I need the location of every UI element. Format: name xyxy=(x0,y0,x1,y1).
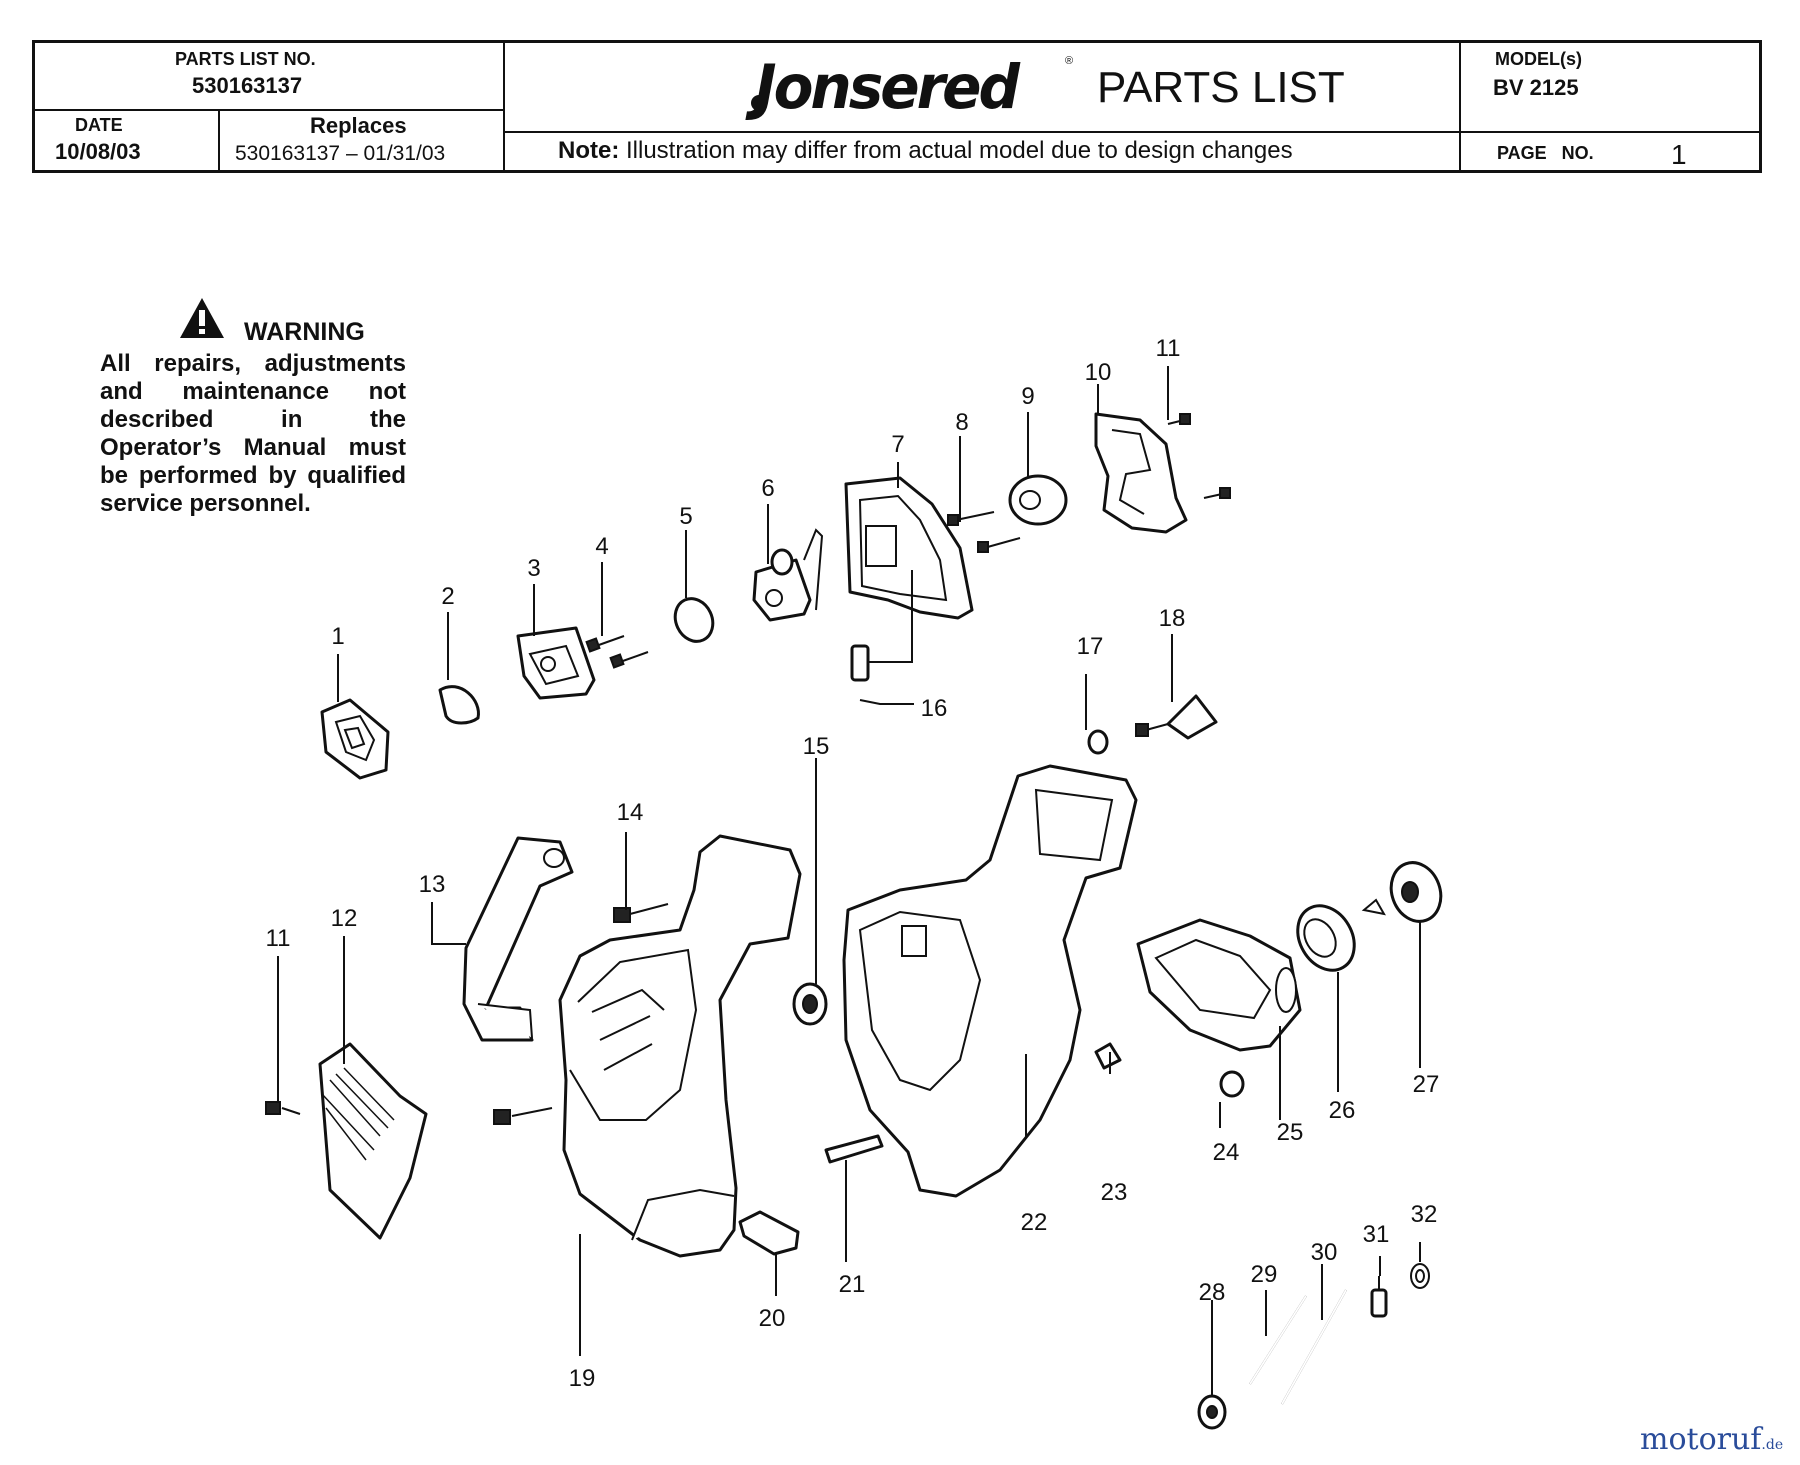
part-16-clip xyxy=(850,644,870,682)
part-6-carburetor xyxy=(752,528,824,622)
part-11-screw-lower xyxy=(265,1101,301,1115)
callout-17: 17 xyxy=(1077,633,1104,660)
registered-mark: ® xyxy=(1065,55,1074,67)
replaces-value: 530163137 – 01/31/03 xyxy=(235,142,446,165)
part-13-handle xyxy=(462,836,574,1042)
watermark-text: motoruf xyxy=(1640,1422,1762,1457)
watermark: motoruf.de xyxy=(1640,1422,1783,1457)
part-11-screws-upper xyxy=(1167,413,1231,499)
model-value: BV 2125 xyxy=(1493,75,1579,100)
warning-icon xyxy=(180,298,224,338)
part-8-screws xyxy=(947,511,1021,553)
part-22-blower-housing xyxy=(842,764,1138,1198)
callout-11-upper: 11 xyxy=(1156,335,1181,362)
brand-logo-dot xyxy=(751,95,767,111)
callout-20: 20 xyxy=(759,1305,786,1332)
part-19-fan-housing xyxy=(558,834,802,1258)
part-18-knob xyxy=(1135,694,1218,740)
callout-22: 22 xyxy=(1021,1209,1048,1236)
date-label: DATE xyxy=(75,115,123,135)
note-label: Note: xyxy=(558,137,620,164)
part-23-nut xyxy=(1094,1042,1122,1070)
part-28-grommet xyxy=(1197,1394,1227,1430)
parts-list-header: PARTS LIST NO. 530163137 DATE 10/08/03 R… xyxy=(32,40,1762,173)
part-17-nut xyxy=(1087,729,1109,755)
callout-9: 9 xyxy=(1021,383,1034,410)
part-29-fuel-line xyxy=(1249,1295,1307,1385)
part-4-screws xyxy=(585,635,649,669)
callout-5: 5 xyxy=(679,503,692,530)
brand-logo: Jonsered xyxy=(755,51,1020,123)
part-21-pin xyxy=(824,1134,884,1164)
page-label: PAGE NO. xyxy=(1497,143,1594,163)
callout-28: 28 xyxy=(1199,1279,1226,1306)
callout-15: 15 xyxy=(803,733,830,760)
part-19-screw xyxy=(493,1107,553,1125)
callout-16: 16 xyxy=(921,695,948,722)
part-3-filter-holder xyxy=(516,626,596,700)
replaces-label: Replaces xyxy=(310,113,407,138)
part-27-bearing xyxy=(1361,861,1443,923)
part-31-fuel-filter xyxy=(1370,1276,1388,1318)
part-7-adapter-plate xyxy=(844,476,974,620)
date-value: 10/08/03 xyxy=(55,139,141,164)
page-title: PARTS LIST xyxy=(1097,63,1345,112)
model-label: MODEL(s) xyxy=(1495,49,1582,69)
callout-10: 10 xyxy=(1085,359,1112,386)
callout-32: 32 xyxy=(1411,1201,1438,1228)
part-9-spacer xyxy=(1008,474,1068,526)
callout-26: 26 xyxy=(1329,1097,1356,1124)
callout-4: 4 xyxy=(595,533,608,560)
callout-21: 21 xyxy=(839,1271,866,1298)
part-30-fuel-line xyxy=(1281,1289,1347,1405)
callout-7: 7 xyxy=(891,431,904,458)
page-number: 1 xyxy=(1671,139,1687,170)
part-14-screw xyxy=(613,903,669,923)
callout-31: 31 xyxy=(1363,1221,1390,1248)
part-10-heat-shield xyxy=(1094,412,1188,534)
callout-6: 6 xyxy=(761,475,774,502)
part-25-intake-cover xyxy=(1136,918,1302,1052)
callout-29: 29 xyxy=(1251,1261,1278,1288)
part-20-clip xyxy=(738,1210,800,1256)
part-24-cap xyxy=(1219,1070,1245,1098)
design-note: Note: Illustration may differ from actua… xyxy=(558,137,1293,165)
note-text: Illustration may differ from actual mode… xyxy=(626,137,1293,164)
callout-12: 12 xyxy=(331,905,358,932)
part-26-ring xyxy=(1296,904,1356,972)
callout-14: 14 xyxy=(617,799,644,826)
callout-23: 23 xyxy=(1101,1179,1128,1206)
part-15-impeller xyxy=(792,982,828,1026)
part-5-o-ring xyxy=(673,597,715,643)
callout-27: 27 xyxy=(1413,1071,1440,1098)
callout-25: 25 xyxy=(1277,1119,1304,1146)
callout-leader-lines xyxy=(277,366,1421,1396)
part-32-grommet xyxy=(1410,1263,1430,1289)
callout-13: 13 xyxy=(419,871,446,898)
callout-19: 19 xyxy=(569,1365,596,1392)
parts-list-number: 530163137 xyxy=(192,73,303,98)
callout-30: 30 xyxy=(1311,1239,1338,1266)
callout-1: 1 xyxy=(331,623,344,650)
warning-heading: WARNING xyxy=(244,318,365,346)
part-12-cylinder-cover xyxy=(318,1042,428,1240)
callout-24: 24 xyxy=(1213,1139,1240,1166)
part-1-air-filter xyxy=(320,698,390,780)
callout-8: 8 xyxy=(955,409,968,436)
callout-3: 3 xyxy=(527,555,540,582)
part-2-gasket xyxy=(438,685,480,725)
watermark-suffix: .de xyxy=(1761,1437,1784,1453)
callout-2: 2 xyxy=(441,583,454,610)
callout-18: 18 xyxy=(1159,605,1186,632)
parts-list-no-label: PARTS LIST NO. xyxy=(175,49,316,69)
callout-11-lower: 11 xyxy=(266,925,291,952)
warning-text: All repairs, adjustments and maintenance… xyxy=(100,350,406,517)
